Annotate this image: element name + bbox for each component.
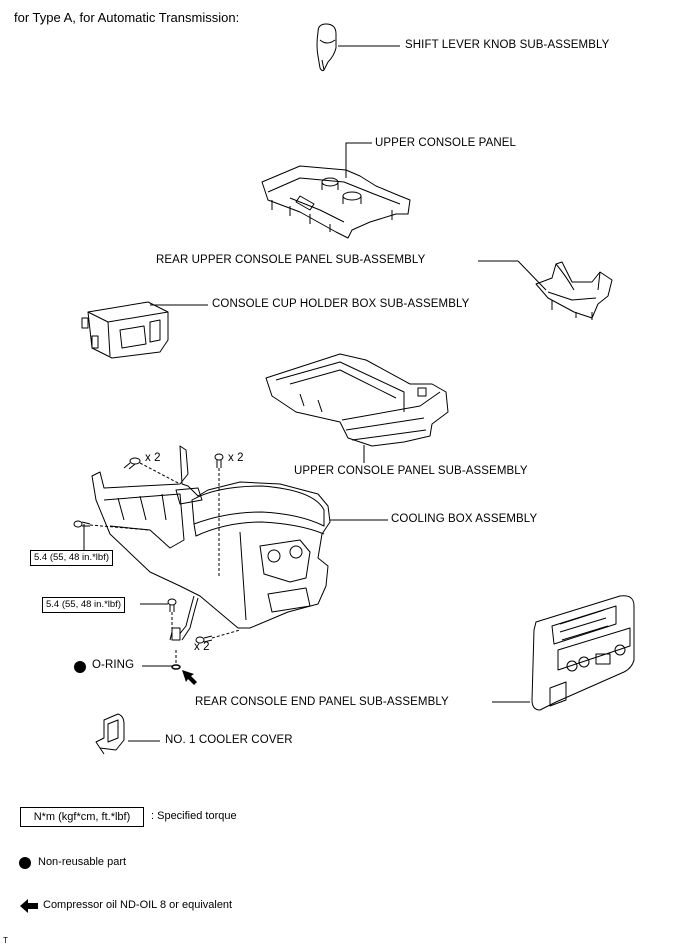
rear-console-end-panel-drawing <box>531 595 635 711</box>
cooling-box-assembly-drawing <box>91 445 331 629</box>
label-upper-console-panel-sub: UPPER CONSOLE PANEL SUB-ASSEMBLY <box>294 465 528 477</box>
label-cooling-box: COOLING BOX ASSEMBLY <box>391 513 538 525</box>
shift-lever-knob-drawing <box>316 23 337 72</box>
torque-spec-1: 5.4 (55, 48 in.*lbf) <box>30 550 113 566</box>
leader-upper-console-panel <box>345 142 372 178</box>
bolt-lower-right <box>195 635 213 644</box>
cup-holder-box-drawing <box>81 301 169 359</box>
cooler-hose-drawing <box>169 595 199 641</box>
oil-arrow-icon <box>182 670 197 685</box>
bolt-top-left <box>123 457 141 470</box>
upper-console-panel-drawing <box>261 165 411 239</box>
upper-console-panel-sub-assembly-drawing <box>265 353 449 447</box>
legend-torque-box: N*m (kgf*cm, ft.*lbf) <box>20 807 144 827</box>
quantity-bolt-top-center: x 2 <box>228 452 244 464</box>
label-rear-console-end-panel: REAR CONSOLE END PANEL SUB-ASSEMBLY <box>195 696 449 708</box>
bolt-top-center <box>214 453 224 468</box>
leader-rear-upper-console <box>478 260 547 291</box>
quantity-bolt-lower-right: x 2 <box>194 641 210 653</box>
label-rear-upper-console-panel: REAR UPPER CONSOLE PANEL SUB-ASSEMBLY <box>156 254 426 266</box>
label-upper-console-panel: UPPER CONSOLE PANEL <box>375 137 517 149</box>
label-o-ring: O-RING <box>92 659 135 671</box>
torque-spec-2: 5.4 (55, 48 in.*lbf) <box>42 597 125 613</box>
label-console-cup-holder: CONSOLE CUP HOLDER BOX SUB-ASSEMBLY <box>212 298 470 310</box>
label-shift-lever-knob: SHIFT LEVER KNOB SUB-ASSEMBLY <box>405 39 610 51</box>
rear-upper-console-panel-drawing <box>535 261 613 320</box>
legend-torque-desc: : Specified torque <box>151 810 237 822</box>
legend-oil-arrow-icon <box>20 899 38 913</box>
bolt-lower-center <box>167 598 177 612</box>
legend-non-reusable-dot-icon <box>19 857 31 869</box>
label-cooler-cover: NO. 1 COOLER COVER <box>165 734 293 746</box>
non-reusable-dot-icon <box>74 661 86 673</box>
corner-mark: T <box>3 936 8 945</box>
o-ring-drawing <box>171 664 181 670</box>
legend-non-reusable: Non-reusable part <box>38 856 127 868</box>
bolt-left <box>73 520 91 528</box>
legend-compressor-oil: Compressor oil ND-OIL 8 or equivalent <box>43 899 233 911</box>
cooler-cover-drawing <box>95 713 125 755</box>
page-title: for Type A, for Automatic Transmission: <box>14 10 240 25</box>
quantity-bolt-top-left: x 2 <box>145 452 161 464</box>
installation-lines <box>89 462 241 664</box>
